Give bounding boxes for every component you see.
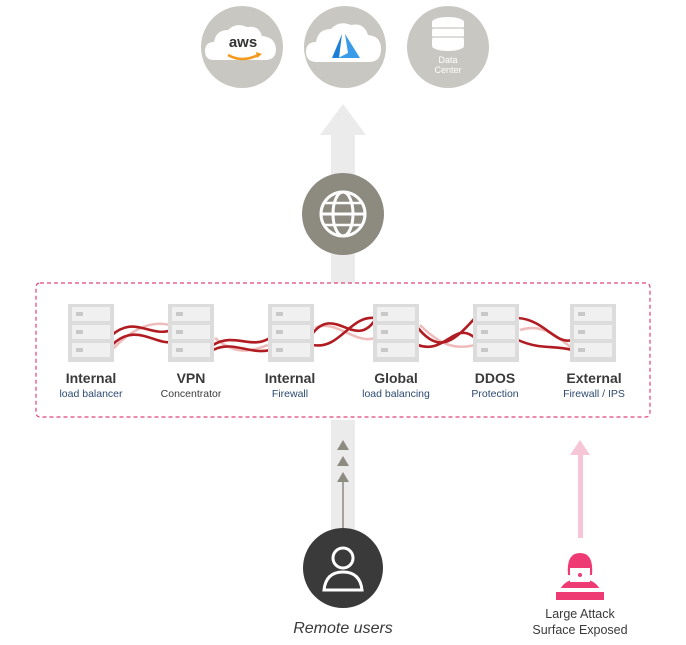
appliance-subtitle-ddos: Protection <box>471 388 519 400</box>
appliance-subtitle-internal-firewall: Firewall <box>271 388 309 400</box>
server-vpn <box>168 304 214 362</box>
appliance-title-ddos: DDOS <box>474 370 516 386</box>
server-internal-lb <box>68 304 114 362</box>
appliance-subtitle-internal-lb: load balancer <box>59 388 123 400</box>
appliance-title-internal-firewall: Internal <box>264 370 316 386</box>
data-center-icon <box>407 6 489 88</box>
attacker-icon <box>554 553 606 600</box>
attack-arrow <box>570 440 590 538</box>
appliance-subtitle-global-lb: load balancing <box>362 388 430 400</box>
attack-surface-line1: Large Attack <box>545 607 615 621</box>
data-center-label-line1: Data <box>438 55 458 65</box>
appliance-title-internal-lb: Internal <box>65 370 117 386</box>
server-internal-firewall <box>268 304 314 362</box>
server-external-firewall <box>570 304 616 362</box>
user-up-arrow <box>331 420 355 535</box>
azure-cloud-icon <box>304 6 386 88</box>
remote-user-icon <box>303 528 383 608</box>
attack-surface-label: Large Attack Surface Exposed <box>515 606 645 638</box>
appliance-title-external-firewall: External <box>566 370 622 386</box>
attack-surface-line2: Surface Exposed <box>532 623 628 637</box>
aws-label: aws <box>228 34 258 51</box>
remote-users-label: Remote users <box>293 620 393 637</box>
data-center-label: Data Center <box>413 55 483 75</box>
appliance-subtitle-vpn: Concentrator <box>160 388 222 400</box>
appliance-title-vpn: VPN <box>176 370 206 386</box>
aws-cloud-icon <box>201 6 283 88</box>
server-global-lb <box>373 304 419 362</box>
data-center-label-line2: Center <box>434 65 462 75</box>
appliance-subtitle-external-firewall: Firewall / IPS <box>563 388 625 400</box>
appliance-title-global-lb: Global <box>374 370 418 386</box>
internet-globe-icon <box>302 173 384 255</box>
server-ddos <box>473 304 519 362</box>
cable-red <box>111 316 573 353</box>
